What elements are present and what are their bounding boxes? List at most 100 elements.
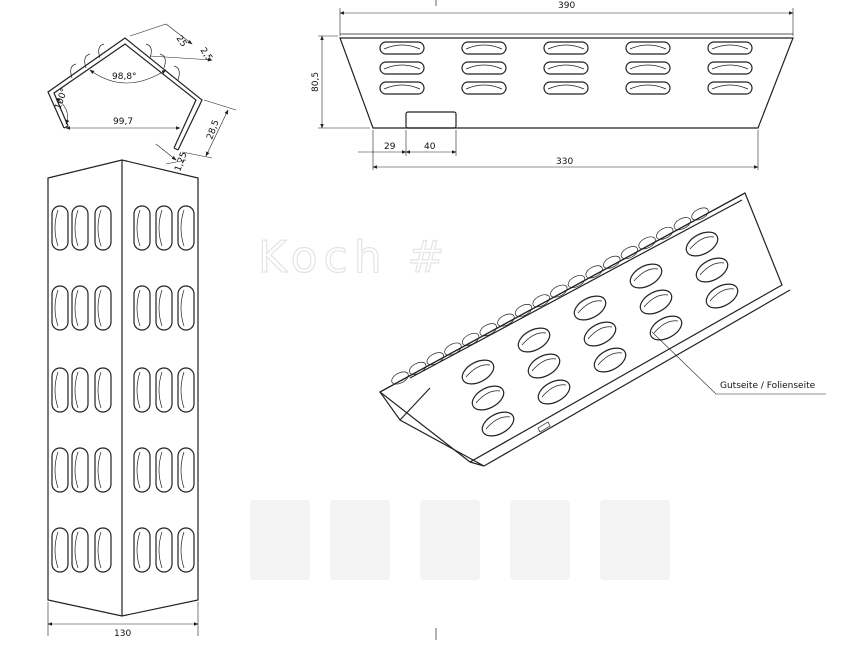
ridge-bump [691,207,709,221]
front-slot-lip [136,289,141,327]
total-length-label: 390 [558,1,575,11]
bottom-length-label: 330 [556,157,573,167]
iso-slot [705,283,739,309]
front-slot-lip [54,531,59,569]
front-slot-lip [158,371,163,409]
front-slot-lip [136,209,141,247]
front-slot [51,527,69,573]
side-slot [379,41,425,55]
height-label: 80,5 [311,72,321,92]
iso-slot-lip [689,236,715,250]
side-slot [461,41,507,55]
front-slot-lip [158,531,163,569]
side-slot [543,81,589,95]
ridge-bump [409,361,427,375]
side-slot [461,81,507,95]
ridge-bump [514,304,533,317]
iso-face-louvres [461,231,739,437]
side-slot-lip [711,84,749,90]
front-slot-lip [180,451,185,489]
side-view-slots [379,41,753,95]
iso-slot [649,315,683,341]
iso-slot-lip [531,358,557,372]
ridge-bump [585,265,603,279]
ridge-bump [532,294,550,308]
ridge-bump [656,226,674,240]
angle-left-label: 100° [53,87,70,111]
side-slot-lip [383,64,421,70]
front-slot [94,447,112,493]
dim-2-5-label: 2,5 [198,46,214,63]
side-slot [707,41,753,55]
front-slot-lip [54,289,59,327]
side-slot-lip [383,84,421,90]
front-slot-lip [54,451,59,489]
front-slot [94,527,112,573]
side-slot [543,61,589,75]
front-slot [133,527,151,573]
side-slot [461,61,507,75]
side-slot [379,61,425,75]
side-slot-lip [629,44,667,50]
side-slot-lip [711,64,749,70]
iso-slot [695,257,729,283]
front-slot-lip [136,531,141,569]
iso-slot-lip [653,320,679,334]
ridge-bump [620,246,639,260]
watermark-text: Koch # [258,232,451,283]
side-slot [707,81,753,95]
front-slot-lip [97,371,102,409]
front-slot [51,285,69,331]
front-slot-lip [74,289,79,327]
front-slot [177,285,195,331]
side-slot-lip [383,44,421,50]
front-slot-lip [54,209,59,247]
ridge-bump [638,236,656,250]
front-slot [71,447,89,493]
front-slot-lip [74,371,79,409]
side-slot [625,61,671,75]
dim-28-5-label: 28,5 [205,119,221,141]
ridge-bump [550,284,568,298]
front-slot-lip [74,209,79,247]
isometric-view: Gutseite / Folienseite [378,192,826,467]
iso-slot [517,327,551,353]
side-slot [707,61,753,75]
side-view: 390 80,5 29 40 330 [311,1,794,170]
side-slot [625,81,671,95]
front-slot-lip [97,451,102,489]
iso-slot [593,347,627,373]
front-view-slots [51,205,195,573]
iso-slot-lip [521,332,547,346]
front-slot [177,527,195,573]
iso-slot-lip [541,384,567,398]
iso-slot-lip [475,390,501,404]
side-slot-lip [547,64,585,70]
side-slot-lip [629,84,667,90]
side-slot-lip [629,64,667,70]
side-slot-lip [547,84,585,90]
front-view: 130 [47,159,199,639]
front-slot-lip [97,209,102,247]
front-slot-lip [97,531,102,569]
iso-slot-lip [699,262,725,276]
cross-section-view: 98,8° 100° 99,7 25 2,5 28,5 1,25 [47,23,237,173]
side-slot-lip [547,44,585,50]
front-slot [71,527,89,573]
iso-slot-lip [643,294,669,308]
iso-slot [537,379,571,405]
iso-slot [639,289,673,315]
ridge-bump [673,217,691,231]
side-slot-lip [465,84,503,90]
front-width-label: 130 [114,629,131,639]
iso-slot-lip [597,352,623,366]
iso-slot [481,411,515,437]
iso-slot [573,295,607,321]
front-slot-lip [180,531,185,569]
ridge-bump [479,323,497,337]
iso-slot-lip [633,268,659,282]
iso-slot-lip [587,326,613,340]
front-slot [133,367,151,413]
side-slot-lip [465,44,503,50]
front-slot [177,205,195,251]
